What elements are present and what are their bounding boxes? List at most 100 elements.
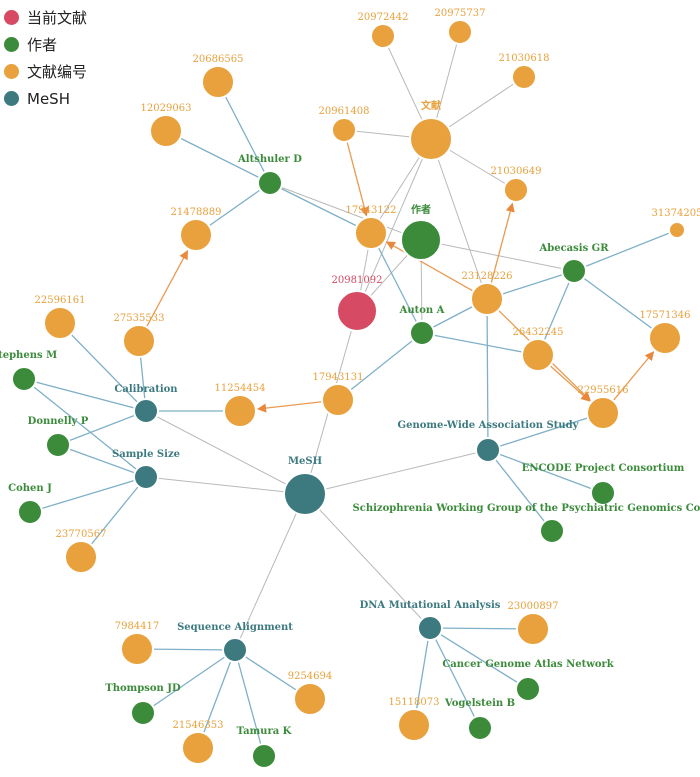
node-circle[interactable]	[321, 383, 355, 417]
node-current[interactable]: 20981092	[332, 275, 383, 332]
node-mesh[interactable]: MeSH	[283, 456, 327, 516]
node-paper[interactable]: 12029063	[141, 103, 192, 148]
node-paper[interactable]: 20972442	[358, 12, 409, 49]
node-circle[interactable]	[370, 23, 396, 49]
node-author[interactable]: Tamura K	[237, 726, 292, 769]
node-author[interactable]: 作者	[400, 203, 442, 261]
node-circle[interactable]	[417, 615, 443, 641]
legend-item-author[interactable]: 作者	[4, 31, 87, 58]
nodes-layer: 20972442 20975737 21030618 2068656512029063…	[0, 8, 700, 769]
node-circle[interactable]	[251, 743, 277, 769]
node-circle[interactable]	[467, 715, 493, 741]
node-circle[interactable]	[521, 338, 555, 372]
node-paper[interactable]: 23128226	[462, 271, 513, 316]
node-circle[interactable]	[400, 219, 442, 261]
node-circle[interactable]	[586, 396, 620, 430]
node-circle[interactable]	[122, 324, 156, 358]
node-circle[interactable]	[11, 366, 37, 392]
node-paper[interactable]: 21030649	[491, 166, 542, 203]
legend-item-mesh[interactable]: MeSH	[4, 85, 87, 112]
node-circle[interactable]	[561, 258, 587, 284]
node-circle[interactable]	[201, 65, 235, 99]
node-circle[interactable]	[133, 398, 159, 424]
node-paper[interactable]: 20686565	[193, 54, 244, 99]
legend-item-current-paper[interactable]: 当前文献	[4, 4, 87, 31]
node-circle[interactable]	[511, 64, 537, 90]
node-mesh[interactable]: Genome-Wide Association Study	[398, 420, 580, 463]
node-label: 17943122	[346, 205, 397, 216]
node-author[interactable]: Donnelly P	[28, 416, 89, 458]
node-paper[interactable]: 17571346	[640, 310, 691, 355]
node-paper[interactable]: 21478889	[171, 207, 222, 252]
node-author[interactable]: Thompson JD	[105, 683, 181, 726]
node-circle[interactable]	[470, 282, 504, 316]
node-paper[interactable]: 17943122	[346, 205, 397, 250]
node-circle[interactable]	[515, 676, 541, 702]
node-circle[interactable]	[409, 117, 453, 161]
node-circle[interactable]	[45, 432, 71, 458]
node-mesh[interactable]: Calibration	[114, 384, 178, 424]
node-paper[interactable]: 7984417	[115, 621, 160, 666]
node-circle[interactable]	[354, 216, 388, 250]
node-circle[interactable]	[133, 464, 159, 490]
node-paper[interactable]: 22596161	[35, 295, 86, 340]
node-paper[interactable]: 23770567	[56, 529, 107, 574]
node-circle[interactable]	[397, 708, 431, 742]
node-author[interactable]: Altshuler D	[237, 154, 302, 196]
node-circle[interactable]	[516, 612, 550, 646]
node-circle[interactable]	[503, 177, 529, 203]
node-circle[interactable]	[668, 221, 686, 239]
node-circle[interactable]	[223, 394, 257, 428]
node-paper[interactable]: 15118073	[389, 697, 440, 742]
node-circle[interactable]	[64, 540, 98, 574]
node-circle[interactable]	[331, 117, 357, 143]
node-mesh[interactable]: Sequence Alignment	[177, 622, 293, 663]
node-author[interactable]: Abecasis GR	[538, 243, 609, 284]
node-mesh[interactable]: DNA Mutational Analysis	[360, 600, 501, 641]
node-paper[interactable]: 21546353	[173, 720, 224, 765]
node-circle[interactable]	[475, 437, 501, 463]
node-author[interactable]: Cohen J	[8, 483, 52, 525]
node-circle[interactable]	[293, 682, 327, 716]
node-mesh[interactable]: Sample Size	[112, 449, 180, 490]
node-circle[interactable]	[336, 290, 378, 332]
node-paper[interactable]: 20961408	[319, 106, 370, 143]
node-circle[interactable]	[130, 700, 156, 726]
node-circle[interactable]	[179, 218, 213, 252]
node-author[interactable]: Cancer Genome Atlas Network	[442, 659, 615, 702]
node-paper[interactable]: 文献	[409, 99, 453, 161]
node-circle[interactable]	[43, 306, 77, 340]
node-circle[interactable]	[447, 19, 473, 45]
node-circle[interactable]	[590, 480, 616, 506]
node-circle[interactable]	[648, 321, 682, 355]
node-paper[interactable]: 22955616	[578, 385, 629, 430]
node-paper[interactable]: 21030618	[499, 53, 550, 90]
node-paper[interactable]: 11254454	[215, 383, 266, 428]
node-paper[interactable]: 9254694	[288, 671, 333, 716]
node-author[interactable]: Schizophrenia Working Group of the Psych…	[353, 503, 700, 544]
node-circle[interactable]	[181, 731, 215, 765]
edge-dnamut-tcga	[429, 627, 529, 690]
node-circle[interactable]	[17, 499, 43, 525]
node-paper[interactable]: 27535533	[114, 313, 165, 358]
node-author[interactable]: Stephens M	[0, 350, 57, 392]
edge-n23128226-n21030649	[490, 202, 515, 284]
node-paper[interactable]: 26432245	[513, 327, 564, 372]
node-paper[interactable]: 31374205	[652, 208, 700, 239]
node-author[interactable]: Vogelstein B	[444, 698, 515, 741]
node-author[interactable]: ENCODE Project Consortium	[522, 463, 685, 506]
node-circle[interactable]	[120, 632, 154, 666]
node-circle[interactable]	[409, 320, 435, 346]
node-circle[interactable]	[149, 114, 183, 148]
legend-item-paper-id[interactable]: 文献编号	[4, 58, 87, 85]
node-circle[interactable]	[222, 637, 248, 663]
node-author[interactable]: Auton A	[399, 305, 445, 346]
node-paper[interactable]: 23000897	[508, 601, 559, 646]
node-paper[interactable]: 20975737	[435, 8, 486, 45]
node-circle[interactable]	[539, 518, 565, 544]
node-circle[interactable]	[283, 472, 327, 516]
node-circle[interactable]	[257, 170, 283, 196]
edge-dnamut-vogelstein	[429, 627, 481, 729]
node-paper[interactable]: 17943131	[313, 372, 364, 417]
